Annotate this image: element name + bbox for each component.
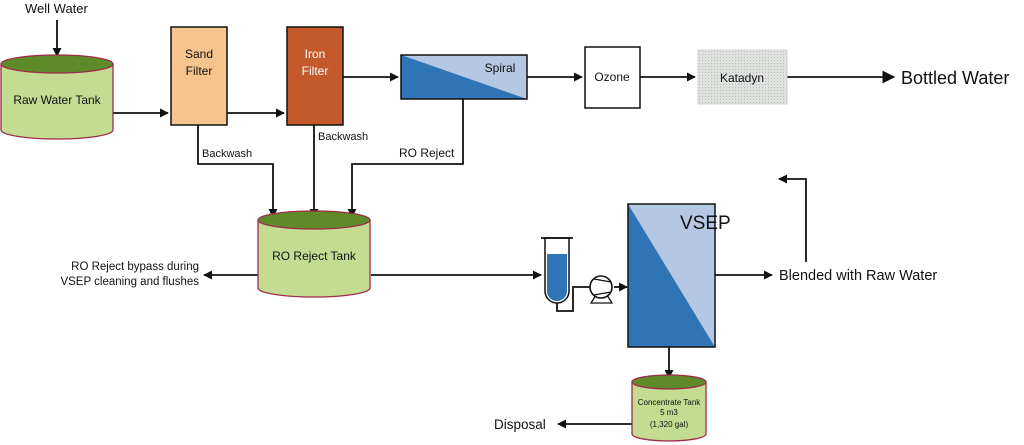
katadyn-label: Katadyn <box>720 71 764 85</box>
spiral-membrane <box>400 54 528 100</box>
ro-reject-tank <box>257 210 371 298</box>
raw-water-tank <box>0 54 114 140</box>
sand-backwash-label: Backwash <box>202 148 252 160</box>
concentrate-label-line1: Concentrate Tank <box>638 398 702 407</box>
concentrate-tank <box>631 374 707 442</box>
sand-backwash-line <box>197 125 278 218</box>
cartridge-to-pump-line <box>556 286 590 312</box>
ro-reject-tank-label: RO Reject Tank <box>272 249 357 263</box>
ozone-box <box>584 46 641 109</box>
raw-water-tank-body <box>0 63 114 140</box>
sand-filter-label-line2: Filter <box>186 64 213 78</box>
ro-reject-tank-body <box>257 219 371 298</box>
iron-backwash-label: Backwash <box>318 131 368 143</box>
ro-reject-label: RO Reject <box>399 146 455 160</box>
raw-water-tank-top <box>0 54 114 74</box>
spiral-label: Spiral <box>485 61 516 75</box>
flow-lines <box>52 20 896 429</box>
concentrate-tank-top <box>631 374 707 390</box>
disposal-label: Disposal <box>494 417 546 432</box>
vsep-unit <box>627 203 716 348</box>
sand-filter-label-line1: Sand <box>185 47 213 61</box>
pump <box>589 275 614 304</box>
bottled-water-label: Bottled Water <box>901 68 1009 88</box>
cartridge-filter-vessel <box>541 237 573 304</box>
ro-reject-tank-top <box>257 210 371 230</box>
blended-return-arrow <box>778 174 807 262</box>
ozone-label: Ozone <box>594 70 630 84</box>
sand-filter <box>170 26 228 126</box>
bypass-label-line1: RO Reject bypass during <box>71 261 199 273</box>
blended-label: Blended with Raw Water <box>779 268 937 284</box>
bypass-label-line2: VSEP cleaning and flushes <box>60 276 199 288</box>
ro-reject-line <box>347 99 464 218</box>
iron-filter-label-line1: Iron <box>305 47 326 61</box>
iron-filter-label-line2: Filter <box>302 64 329 78</box>
iron-filter <box>286 26 344 126</box>
katadyn-box <box>697 49 788 105</box>
concentrate-label-line3: (1,320 gal) <box>650 420 689 429</box>
well-water-label: Well Water <box>25 1 89 16</box>
concentrate-label-line2: 5 m3 <box>660 408 678 417</box>
raw-water-tank-label: Raw Water Tank <box>13 93 101 107</box>
labels: Well Water Raw Water Tank Sand Filter Ir… <box>13 1 1009 432</box>
vsep-label: VSEP <box>680 213 731 234</box>
concentrate-tank-body <box>631 381 707 442</box>
